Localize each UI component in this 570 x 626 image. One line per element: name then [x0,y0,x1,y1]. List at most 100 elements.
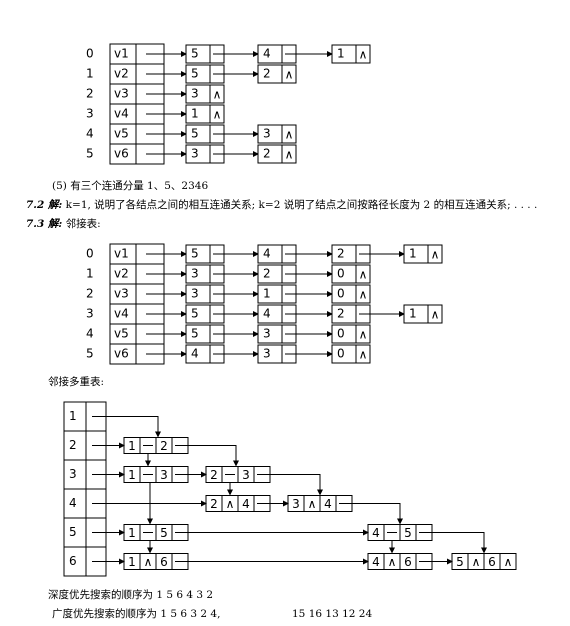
multilist-edge-vertex: 3 [160,468,168,482]
multilist-edge-arrow [182,445,239,467]
sec3-null-pointer: ∧ [359,348,368,362]
sec3-node-value: 4 [263,247,271,261]
sec1-index: 4 [86,127,94,141]
answer-7-2-label: 7.2 解: [26,199,63,211]
sec1-null-pointer: ∧ [359,48,368,62]
sec1-index: 2 [86,87,94,101]
sec3-node-value: 5 [191,247,199,261]
sec3-node-next-cell [355,344,371,364]
sec1-index: 1 [86,67,94,81]
sec3-node-value: 5 [191,327,199,341]
multilist-edge-arrow [346,503,403,525]
components-note: (5) 有三个连通分量 1、5、2346 [52,180,209,192]
multilist-edge-vertex: 2 [210,468,218,482]
answer-7-3: 7.3 解: 邻接表: [26,218,101,230]
sec1-vertex-label: v3 [114,87,129,101]
multilist-edge-vertex: 4 [372,526,380,540]
sec3-node-value: 2 [263,267,271,281]
multilist-edge-arrow [100,416,161,438]
sec3-index: 2 [86,287,94,301]
sec1-null-pointer: ∧ [285,128,294,142]
multilist-edge-vertex: 6 [160,555,168,569]
sec3-null-pointer: ∧ [359,288,368,302]
sec1-node-value: 5 [191,47,199,61]
sec3-index: 4 [86,327,94,341]
sec3-node-value: 0 [337,267,345,281]
sec1-node-value: 3 [191,87,199,101]
sec3-node-next-cell [355,264,371,284]
multilist-edge-vertex: 2 [210,497,218,511]
sec1-index: 3 [86,107,94,121]
multilist-null-pointer: ∧ [144,555,153,569]
sec3-node-next-cell [427,304,443,324]
multilist-title: 邻接多重表: [48,376,105,388]
multilist-edge-vertex: 4 [242,497,250,511]
multilist-edge-vertex: 6 [488,555,496,569]
sec3-node-value: 4 [263,307,271,321]
multilist-null-pointer: ∧ [308,497,317,511]
multilist-edge-vertex: 2 [160,439,168,453]
sec3-index: 0 [86,247,94,261]
multilist-vertex-label: 3 [69,467,77,481]
multilist-edge-vertex: 1 [128,555,136,569]
sec3-node-value: 3 [191,267,199,281]
sec3-null-pointer: ∧ [431,248,440,262]
sec3-vertex-label: v5 [114,327,129,341]
sec1-node-value: 1 [337,47,345,61]
sec1-vertex-label: v2 [114,67,129,81]
dfs-order: 深度优先搜索的顺序为 1 5 6 4 3 2 [48,589,214,601]
multilist-null-pointer: ∧ [504,555,513,569]
sec3-node-value: 2 [337,247,345,261]
sec3-node-value: 0 [337,287,345,301]
multilist-vertex-label: 4 [69,496,77,510]
sec3-vertex-label: v2 [114,267,129,281]
multilist-edge-vertex: 1 [128,468,136,482]
sec1-null-pointer: ∧ [285,148,294,162]
sec3-vertex-label: v1 [114,247,129,261]
sec3-node-value: 4 [191,347,199,361]
sec3-node-value: 1 [409,247,417,261]
sec1-node-value: 2 [263,147,271,161]
bfs-order: 广度优先搜索的顺序为 1 5 6 3 2 4, [52,608,221,620]
multilist-edge-vertex: 5 [404,526,412,540]
sec1-vertex-label: v6 [114,147,129,161]
sec1-node-value: 1 [191,107,199,121]
multilist-edge-vertex: 5 [160,526,168,540]
multilist-vertex-label: 2 [69,438,77,452]
sec3-node-value: 1 [263,287,271,301]
sec1-node-value: 4 [263,47,271,61]
multilist-edge-vertex: 6 [404,555,412,569]
multilist-edge-vertex: 4 [324,497,332,511]
sec3-node-value: 3 [263,347,271,361]
answer-7-2: 7.2 解: k=1, 说明了各结点之间的相互连通关系; k=2 说明了结点之间… [26,199,537,211]
sec1-null-pointer: ∧ [213,108,222,122]
sec3-vertex-label: v3 [114,287,129,301]
sec1-null-pointer: ∧ [285,68,294,82]
multilist-vertex-label: 5 [69,525,77,539]
sec1-vertex-label: v5 [114,127,129,141]
sec3-vertex-label: v6 [114,347,129,361]
sec1-node-next-cell [281,64,297,84]
sec1-vertex-label: v4 [114,107,129,121]
sec3-node-value: 0 [337,327,345,341]
sec1-null-pointer: ∧ [213,88,222,102]
sec3-index: 5 [86,347,94,361]
sec1-index: 5 [86,147,94,161]
multilist-vertex-label: 6 [69,554,77,568]
sec3-index: 1 [86,267,94,281]
multilist-edge-arrow [264,474,323,496]
sec3-null-pointer: ∧ [431,308,440,322]
sec1-node-next-cell [355,44,371,64]
sec3-node-next-cell [355,284,371,304]
multilist-null-pointer: ∧ [472,555,481,569]
sec1-node-next-cell [209,84,225,104]
sec3-node-value: 5 [191,307,199,321]
sec3-null-pointer: ∧ [359,268,368,282]
sec1-node-next-cell [209,104,225,124]
answer-7-3-label: 7.3 解: [26,218,63,230]
sec1-node-value: 3 [191,147,199,161]
sec3-vertex-label: v4 [114,307,129,321]
multilist-edge-vertex: 1 [128,526,136,540]
sec3-index: 3 [86,307,94,321]
multilist-edge-vertex: 5 [456,555,464,569]
